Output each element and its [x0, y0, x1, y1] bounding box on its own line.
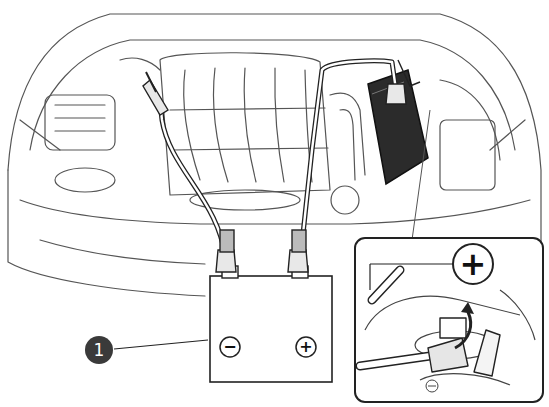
- polarity-sign: −: [223, 339, 236, 355]
- callout-number: 1: [94, 342, 105, 359]
- polarity-sign: +: [299, 339, 312, 355]
- polarity-sign: +: [460, 248, 487, 280]
